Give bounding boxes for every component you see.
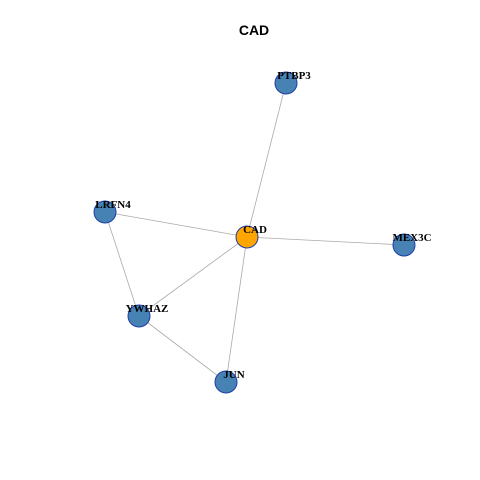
- node-label-jun: JUN: [223, 369, 244, 381]
- graph-title: CAD: [239, 22, 269, 38]
- node-label-mex3c: MEX3C: [392, 232, 431, 244]
- node-cad[interactable]: [235, 225, 259, 249]
- node-label-lrfn4: LRFN4: [95, 199, 131, 211]
- node-ptbp3[interactable]: [274, 71, 298, 95]
- edge-cad-jun: [225, 236, 248, 383]
- node-label-ywhaz: YWHAZ: [126, 303, 169, 315]
- node-label-cad: CAD: [243, 224, 267, 236]
- edge-cad-lrfn4: [104, 211, 248, 238]
- edge-cad-ywhaz: [138, 236, 248, 317]
- node-lrfn4[interactable]: [93, 200, 117, 224]
- edge-cad-ptbp3: [246, 82, 287, 238]
- edge-cad-mex3c: [246, 236, 405, 246]
- edge-lrfn4-ywhaz: [104, 211, 140, 317]
- edge-ywhaz-jun: [138, 315, 227, 383]
- node-label-ptbp3: PTBP3: [277, 70, 311, 82]
- node-ywhaz[interactable]: [127, 304, 151, 328]
- node-layer: [93, 71, 416, 394]
- node-jun[interactable]: [214, 370, 238, 394]
- node-mex3c[interactable]: [392, 233, 416, 257]
- edge-layer: [104, 82, 405, 383]
